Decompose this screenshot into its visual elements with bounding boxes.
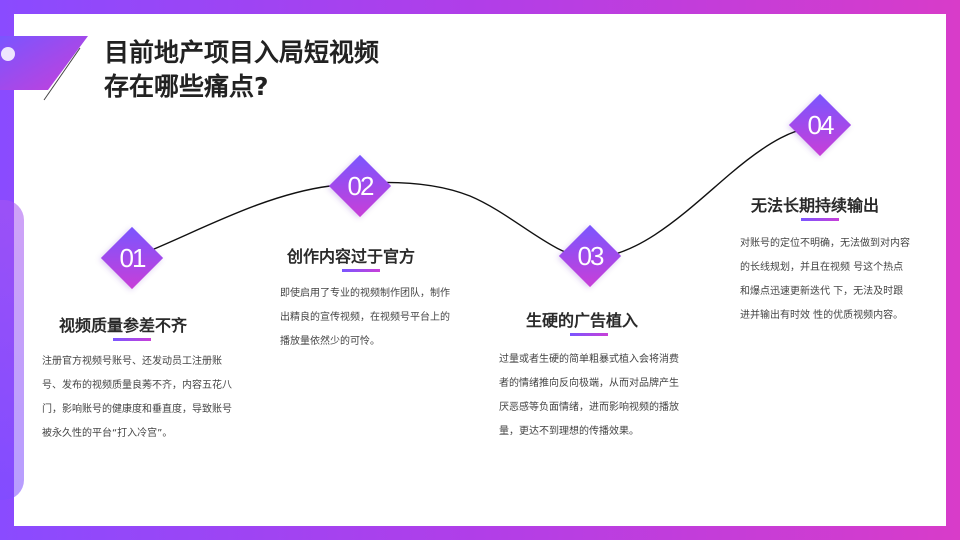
step-3-number: 03 bbox=[577, 241, 605, 271]
step-2-number: 02 bbox=[347, 171, 375, 201]
title-line-1: 目前地产项目入局短视频 bbox=[104, 38, 380, 67]
title-line-2: 存在哪些痛点? bbox=[104, 72, 269, 101]
step-4-description: 对账号的定位不明确，无法做到对内容的长线规划，并且在视频 号这个热点和爆点迅速更… bbox=[740, 238, 910, 321]
corner-decoration bbox=[0, 36, 88, 101]
step-2-description: 即使启用了专业的视频制作团队，制作出精良的宣传视频，在视频号平台上的播放量依然少… bbox=[280, 288, 450, 347]
step-1-description: 注册官方视频号账号、还发动员工注册账号、发布的视频质量良莠不齐，内容五花八门，影… bbox=[42, 356, 232, 439]
step-1-accent-bar bbox=[113, 338, 151, 341]
step-1-number: 01 bbox=[119, 243, 147, 273]
slide-card bbox=[14, 14, 946, 526]
step-4-accent-bar bbox=[801, 218, 839, 221]
step-2-accent-bar bbox=[342, 269, 380, 272]
step-4-heading: 无法长期持续输出 bbox=[751, 196, 880, 215]
step-3-accent-bar bbox=[570, 333, 608, 336]
step-2-heading: 创作内容过于官方 bbox=[287, 247, 416, 266]
page-title: 目前地产项目入局短视频 存在哪些痛点? bbox=[104, 36, 379, 104]
step-4-number: 04 bbox=[807, 110, 835, 140]
step-3-description: 过量或者生硬的简单粗暴式植入会将消费者的情绪推向反向极端，从而对品牌产生厌恶感等… bbox=[499, 354, 679, 437]
step-1-heading: 视频质量参差不齐 bbox=[59, 316, 188, 335]
step-3-heading: 生硬的广告植入 bbox=[526, 311, 639, 330]
left-decoration bbox=[0, 200, 24, 500]
